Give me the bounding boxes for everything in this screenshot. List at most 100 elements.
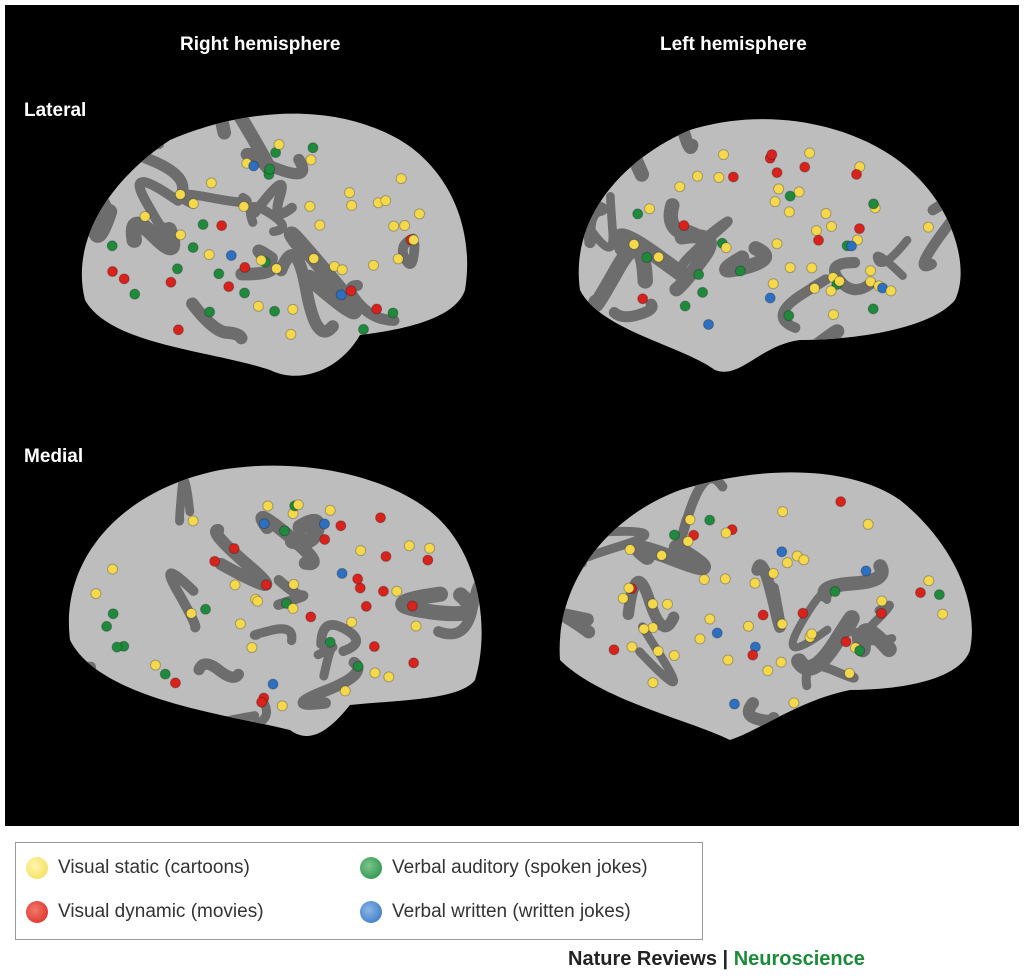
activation-dot: [392, 253, 404, 265]
activation-dot: [702, 318, 714, 330]
activation-dot: [767, 278, 779, 290]
activation-dot: [632, 208, 644, 220]
legend-label: Verbal auditory (spoken jokes): [392, 857, 648, 878]
activation-dot: [287, 602, 299, 614]
activation-dot: [304, 200, 316, 212]
activation-dot: [835, 496, 847, 508]
activation-dot: [692, 170, 704, 182]
activation-dot: [776, 546, 788, 558]
activation-dot: [256, 696, 268, 708]
green-dot-icon: [360, 857, 382, 879]
activation-dot: [775, 656, 787, 668]
activation-dot: [834, 275, 846, 287]
activation-dot: [352, 573, 364, 585]
activation-dot: [771, 167, 783, 179]
activation-dot: [773, 183, 785, 195]
activation-dot: [352, 660, 364, 672]
left-lateral-brain: [578, 119, 961, 372]
activation-dot: [273, 139, 285, 151]
activation-dot: [851, 168, 863, 180]
activation-dot: [335, 520, 347, 532]
activation-dot: [827, 309, 839, 321]
activation-dot: [647, 677, 659, 689]
activation-dot: [767, 567, 779, 579]
activation-dot: [228, 543, 240, 555]
activation-dot: [234, 618, 246, 630]
activation-dot: [336, 264, 348, 276]
activation-dot: [820, 208, 832, 220]
activation-dot: [336, 567, 348, 579]
activation-dot: [623, 582, 635, 594]
activation-dot: [174, 229, 186, 241]
activation-dot: [185, 607, 197, 619]
activation-dot: [697, 286, 709, 298]
activation-dot: [704, 613, 716, 625]
activation-dot: [187, 515, 199, 527]
activation-dot: [865, 265, 877, 277]
activation-dot: [149, 659, 161, 671]
activation-dot: [252, 595, 264, 607]
activation-dot: [225, 250, 237, 262]
activation-dot: [285, 328, 297, 340]
activation-dot: [653, 251, 665, 263]
activation-dot: [203, 249, 215, 261]
activation-dot: [638, 623, 650, 635]
activation-dot: [204, 306, 216, 318]
activation-dot: [864, 276, 876, 288]
activation-dot: [668, 650, 680, 662]
activation-dot: [771, 238, 783, 250]
activation-dot: [826, 220, 838, 232]
activation-dot: [388, 220, 400, 232]
activation-dot: [860, 565, 872, 577]
activation-dot: [793, 186, 805, 198]
activation-dot: [742, 620, 754, 632]
activation-dot: [324, 504, 336, 516]
activation-dot: [345, 285, 357, 297]
activation-dot: [375, 512, 387, 524]
header-left-hemisphere: Left hemisphere: [660, 34, 807, 55]
activation-dot: [410, 620, 422, 632]
activation-dot: [239, 261, 251, 273]
activation-dot: [335, 289, 347, 301]
activation-dot: [314, 219, 326, 231]
right-medial-brain: [68, 465, 482, 736]
legend-item-verbal-written: Verbal written (written jokes): [360, 901, 631, 923]
activation-dot: [679, 300, 691, 312]
activation-dot: [424, 542, 436, 554]
activation-dot: [216, 220, 228, 232]
activation-dot: [360, 600, 372, 612]
activation-dot: [403, 540, 415, 552]
activation-dot: [933, 589, 945, 601]
activation-dot: [264, 163, 276, 175]
activation-dot: [668, 529, 680, 541]
activation-dot: [305, 611, 317, 623]
activation-dot: [101, 620, 113, 632]
activation-dot: [783, 206, 795, 218]
activation-dot: [205, 177, 217, 189]
activation-dot: [139, 210, 151, 222]
activation-dot: [278, 525, 290, 537]
activation-dot: [713, 171, 725, 183]
header-right-hemisphere: Right hemisphere: [180, 34, 341, 55]
activation-dot: [106, 240, 118, 252]
activation-dot: [862, 518, 874, 530]
activation-dot: [626, 641, 638, 653]
activation-dot: [172, 324, 184, 336]
activation-dot: [641, 251, 653, 263]
activation-dot: [867, 303, 879, 315]
activation-dot: [788, 697, 800, 709]
activation-dot: [271, 263, 283, 275]
activation-dot: [129, 288, 141, 300]
activation-dot: [647, 622, 659, 634]
activation-dot: [258, 518, 270, 530]
activation-dot: [358, 323, 370, 335]
activation-dot: [846, 240, 858, 252]
activation-dot: [187, 198, 199, 210]
row-label-lateral: Lateral: [24, 100, 87, 121]
activation-dot: [764, 292, 776, 304]
activation-dot: [260, 579, 272, 591]
activation-dot: [854, 645, 866, 657]
activation-dot: [399, 220, 411, 232]
activation-dot: [914, 587, 926, 599]
activation-dot: [368, 641, 380, 653]
